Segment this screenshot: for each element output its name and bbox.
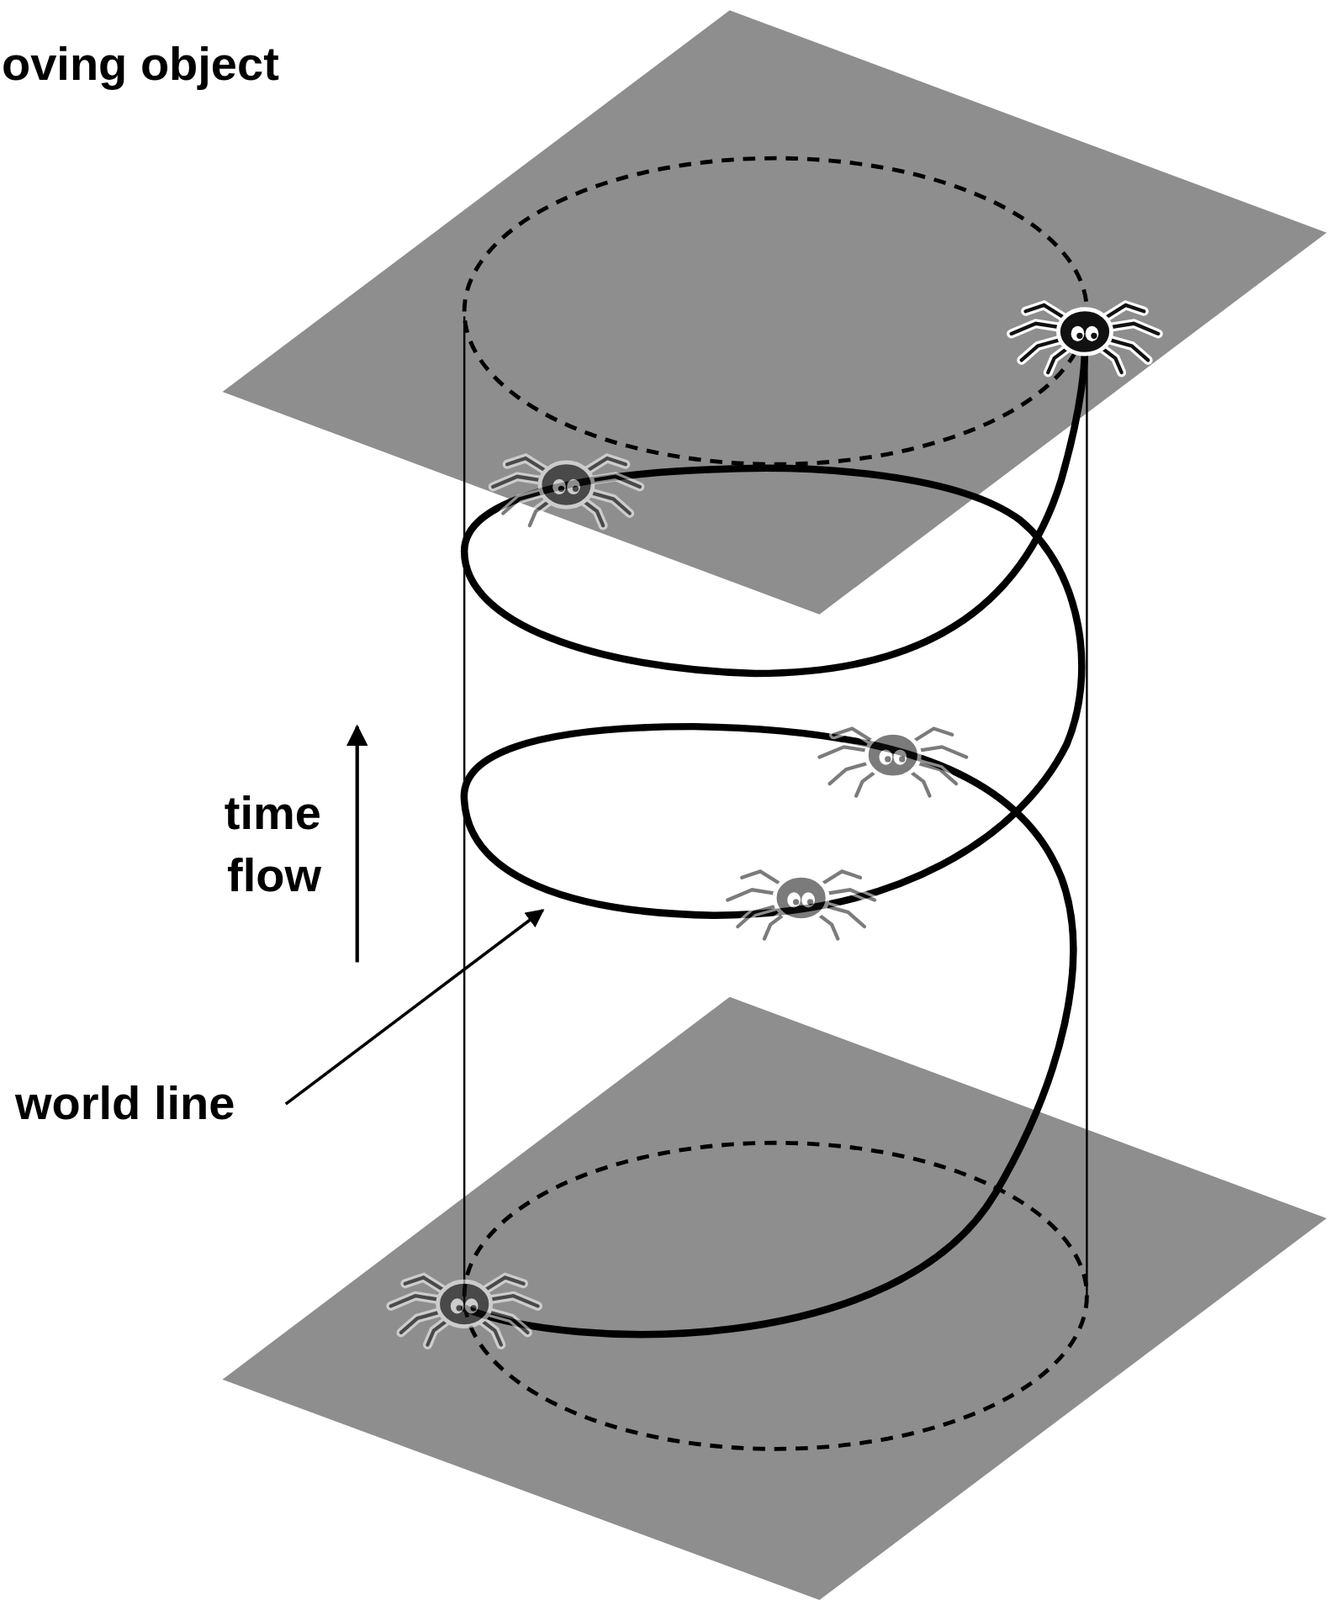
callout-label: world line [15, 1076, 235, 1131]
axis-label: time flow [186, 782, 322, 907]
caption-text: oving object [1, 37, 280, 91]
